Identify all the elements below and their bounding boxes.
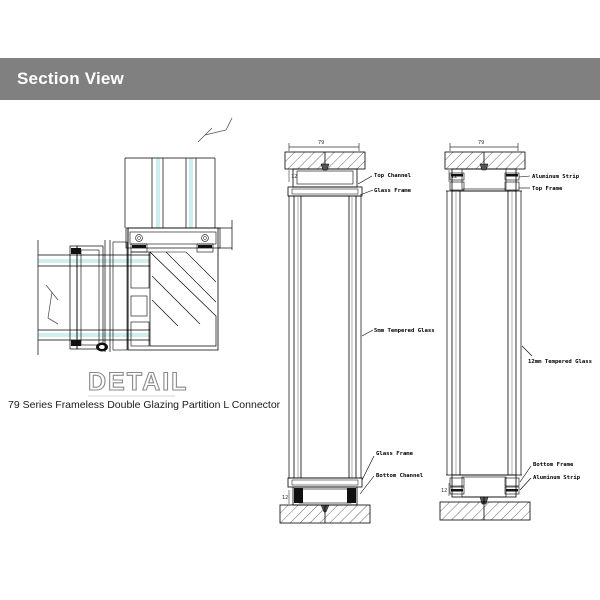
label-aluminum-strip-top: Aluminum Strip	[532, 174, 580, 180]
right-dimension-79: 79	[449, 140, 519, 151]
detail-top-glass-wall	[124, 117, 233, 228]
right-small-dim-value: 12	[451, 174, 457, 180]
middle-small-dim-value: 12	[291, 174, 297, 180]
right-floor-slab	[439, 501, 531, 521]
middle-glass-panes	[288, 196, 362, 478]
label-glass-frame-bottom: Glass Frame	[376, 451, 414, 457]
label-top-frame: Top Frame	[532, 186, 563, 192]
middle-section-labels: Top Channel Glass Frame 5mm Tempered Gla…	[357, 173, 435, 495]
right-bottom-dim-value: 12	[441, 488, 447, 494]
right-small-dimension: 12	[448, 170, 457, 182]
detail-title: DETAIL	[88, 368, 188, 396]
middle-bottom-dim-value: 12	[282, 495, 288, 501]
right-section-group: 79 12	[439, 140, 592, 521]
middle-dimension-79: 79	[288, 140, 360, 151]
page-title: Section View	[17, 69, 124, 88]
label-5mm-tempered-glass: 5mm Tempered Glass	[374, 328, 435, 334]
label-top-channel: Top Channel	[374, 173, 411, 179]
right-dim-value: 79	[478, 140, 484, 146]
label-12mm-tempered-glass: 12mm Tempered Glass	[528, 359, 592, 365]
section-drawing-svg: DETAIL 79 12	[37, 117, 592, 524]
detail-l-connector-profile	[69, 220, 233, 352]
right-bottom-small-dimension: 12	[441, 483, 450, 496]
middle-bottom-small-dimension: 12	[282, 490, 290, 504]
label-bottom-channel: Bottom Channel	[376, 473, 423, 479]
middle-floor-slab	[279, 504, 371, 524]
label-aluminum-strip-bottom: Aluminum Strip	[533, 475, 581, 481]
section-view-header-bar: Section View	[0, 58, 600, 100]
technical-drawing-canvas: DETAIL 79 12	[0, 100, 600, 600]
middle-top-channel	[287, 152, 363, 197]
detail-view-group: DETAIL	[37, 117, 233, 397]
right-glass-panes	[446, 191, 522, 475]
label-glass-frame-top: Glass Frame	[374, 188, 412, 194]
middle-dim-value: 79	[318, 140, 324, 146]
right-top-frame	[446, 152, 522, 192]
label-bottom-frame: Bottom Frame	[533, 462, 574, 468]
detail-caption: 79 Series Frameless Double Glazing Parti…	[8, 399, 281, 411]
detail-left-glass-wall	[37, 240, 150, 355]
middle-small-dimension: 12	[288, 170, 297, 182]
right-section-labels: Aluminum Strip Top Frame 12mm Tempered G…	[518, 174, 592, 491]
middle-section-group: 79 12	[279, 140, 435, 524]
